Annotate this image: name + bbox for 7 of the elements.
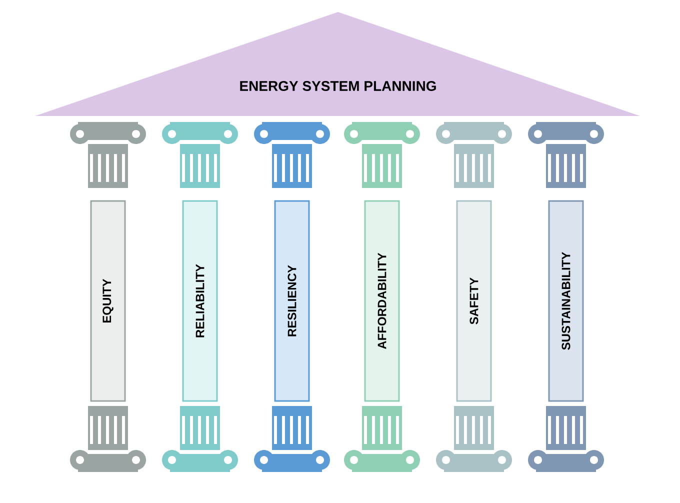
column-shaft: RELIABILITY [182,200,218,402]
column-shaft: SUSTAINABILITY [548,200,584,402]
roof-triangle: ENERGY SYSTEM PLANNING [35,12,640,116]
column-shaft: SAFETY [456,200,492,402]
column-shaft: AFFORDABILITY [364,200,400,402]
column-shaft: EQUITY [90,200,126,402]
column-shaft: RESILIENCY [274,200,310,402]
